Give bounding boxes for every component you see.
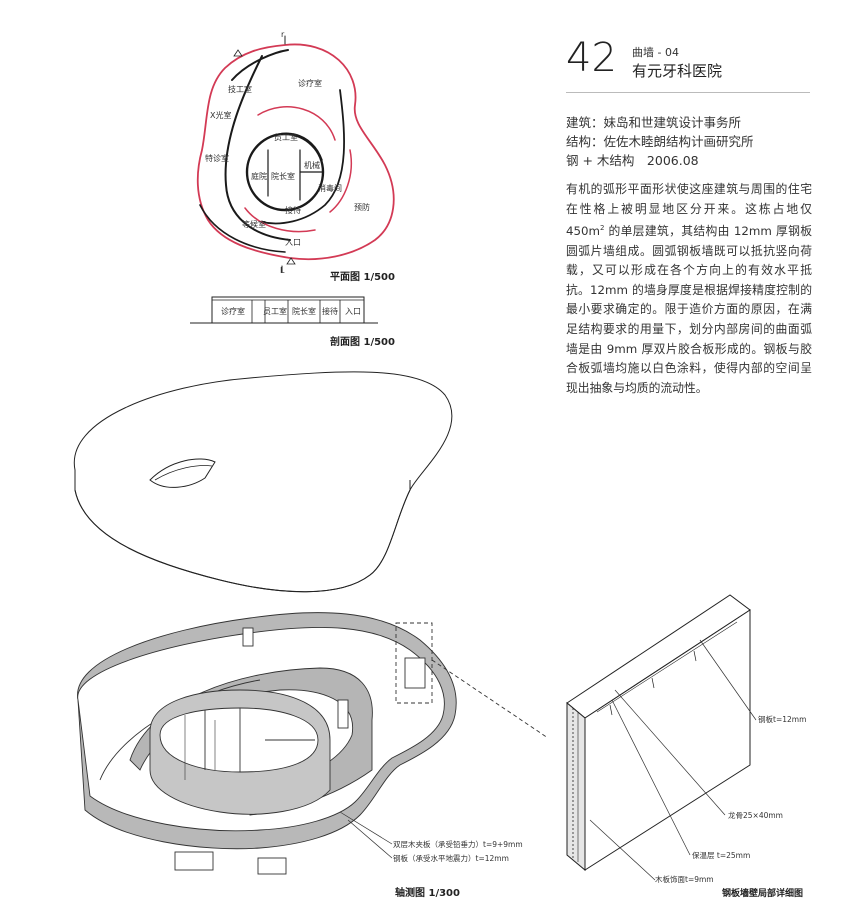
plan-section-mark-top: r xyxy=(281,30,285,39)
detail-note-stud: 龙骨25×40mm xyxy=(728,811,783,820)
detail-note-insulation: 保温层 t=25mm xyxy=(692,851,751,860)
meta-architect: 建筑：妹岛和世建筑设计事务所 xyxy=(566,115,742,130)
floor-plan xyxy=(196,35,395,273)
section-room-0: 诊疗室 xyxy=(221,307,245,316)
axon-note-plywood: 双层木夹板（承受铅垂力）t=9+9mm xyxy=(393,840,523,849)
detail-callout xyxy=(395,622,549,739)
plan-section-mark-bottom: L xyxy=(280,266,285,275)
wall-detail xyxy=(566,594,751,872)
entry-number: 42 xyxy=(566,35,617,81)
detail-note-board: 木板饰面t=9mm xyxy=(655,875,714,884)
room-garden: 庭院 xyxy=(251,172,267,181)
entry-subtitle: 曲墙 - 04 xyxy=(632,46,679,59)
plan-wall-arc-3 xyxy=(261,89,345,225)
meta-structure: 结构：佐佐木睦朗结构计画研究所 xyxy=(566,134,754,149)
plan-caption: 平面图 1/500 xyxy=(330,272,395,283)
room-clinic: 诊疗室 xyxy=(298,79,322,88)
detail-leaders xyxy=(589,639,757,881)
room-waiting: 等候室 xyxy=(242,220,266,229)
plan-outer-wall xyxy=(196,43,395,261)
header-divider xyxy=(566,92,810,93)
axon-caption: 轴测图 1/300 xyxy=(395,888,460,899)
axon-walls xyxy=(77,612,457,875)
detail-note-steel: 钢板t=12mm xyxy=(758,715,807,724)
description-sup: 2 xyxy=(600,224,605,233)
section-caption: 剖面图 1/500 xyxy=(330,337,395,348)
axon-leaders xyxy=(339,811,393,859)
section-room-1: 员工室 xyxy=(263,307,287,316)
room-machine: 机械 xyxy=(304,161,320,170)
room-reception: 接待 xyxy=(285,206,301,215)
section-room-4: 入口 xyxy=(345,307,361,316)
plan-wall-arc-7 xyxy=(199,204,286,253)
plan-wall-arc-4 xyxy=(257,106,336,141)
section-room-3: 接待 xyxy=(322,307,338,316)
entry-title: 有元牙科医院 xyxy=(632,62,723,80)
detail-caption: 钢板墙壁局部详细图 xyxy=(722,889,804,899)
description-paragraph: 有机的弧形平面形状使这座建筑与周围的住宅在性格上被明显地区分开来。这栋占地仅 4… xyxy=(566,180,812,398)
axon-roof xyxy=(73,371,453,593)
description-part2: 的单层建筑，其结构由 12mm 厚钢板圆弧片墙组成。圆弧钢板墙既可以抵抗竖向荷载… xyxy=(566,224,812,395)
axon-note-steel: 钢板（承受水平地震力）t=12mm xyxy=(393,854,509,863)
room-lab: 技工室 xyxy=(228,85,252,94)
plan-wall-arc-2 xyxy=(224,55,291,241)
room-xray: X光室 xyxy=(210,111,232,120)
plan-wall-arc-1 xyxy=(231,49,289,81)
description-part1: 有机的弧形平面形状使这座建筑与周围的住宅在性格上被明显地区分开来。这栋占地仅 4… xyxy=(566,182,812,239)
room-director: 院长室 xyxy=(271,172,295,181)
room-special: 特诊室 xyxy=(205,154,229,163)
section-drawing xyxy=(190,296,378,324)
meta-material-year: 钢 + 木结构 2006.08 xyxy=(566,153,699,168)
plan-inner-arc xyxy=(261,132,323,161)
room-sterile: 消毒间 xyxy=(318,184,342,193)
plan-wall-arc-6 xyxy=(244,207,316,233)
plan-wall-arc-5 xyxy=(329,149,352,213)
room-staff: 员工室 xyxy=(274,133,298,142)
section-room-2: 院长室 xyxy=(292,307,316,316)
room-entry: 入口 xyxy=(285,238,301,247)
plan-inner-ring xyxy=(245,132,325,212)
room-prevent: 预防 xyxy=(354,203,370,212)
